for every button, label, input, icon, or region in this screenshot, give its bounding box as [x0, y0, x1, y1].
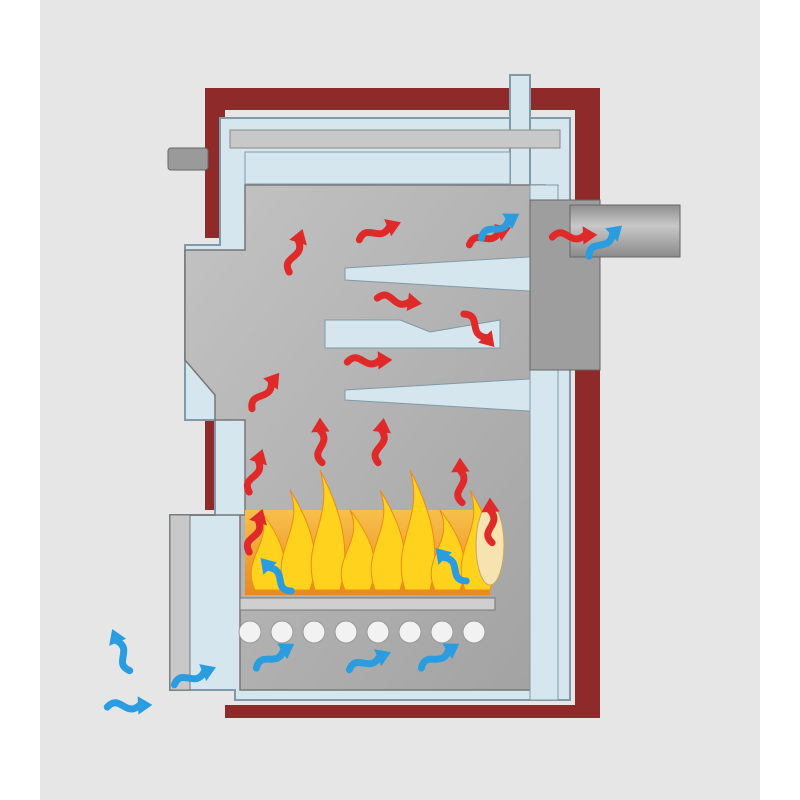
cold-air-arrow-icon: [585, 225, 623, 260]
grate-roller: [366, 620, 390, 644]
top-water-channel: [244, 151, 511, 185]
grate-roller: [398, 620, 422, 644]
cold-air-arrow-icon: [417, 643, 460, 672]
hot-gas-arrow-icon: [371, 417, 391, 467]
ash-door: [169, 514, 191, 691]
grate-roller: [430, 620, 454, 644]
grate-roller: [334, 620, 358, 644]
hot-gas-arrow-icon: [548, 226, 598, 245]
grate: [239, 597, 496, 611]
hot-gas-arrow-icon: [343, 351, 393, 370]
grate-roller: [270, 620, 294, 644]
cold-air-arrow-icon: [345, 649, 391, 674]
hot-gas-arrow-icon: [311, 417, 330, 467]
grate-rollers: [238, 620, 486, 644]
side-knob: [167, 147, 209, 171]
hot-gas-arrow-icon: [243, 508, 267, 556]
hot-gas-arrow-icon: [243, 448, 267, 496]
grate-roller: [302, 620, 326, 644]
cold-air-arrow-icon: [260, 557, 295, 595]
hot-gas-arrow-icon: [355, 219, 401, 244]
hot-gas-arrow-icon: [373, 291, 423, 311]
airflow-arrows: [103, 213, 623, 715]
cold-air-arrow-icon: [103, 696, 153, 715]
top-plate: [229, 129, 561, 149]
hot-gas-arrow-icon: [460, 310, 495, 348]
hot-gas-arrow-icon: [451, 457, 470, 507]
hot-gas-arrow-icon: [248, 372, 280, 413]
grate-roller: [462, 620, 486, 644]
cold-air-arrow-icon: [170, 664, 216, 689]
cold-air-arrow-icon: [477, 213, 520, 242]
hot-gas-arrow-icon: [481, 497, 500, 547]
cold-air-arrow-icon: [252, 643, 295, 672]
grate-roller: [238, 620, 262, 644]
cold-air-arrow-icon: [109, 629, 134, 675]
cold-air-arrow-icon: [435, 547, 470, 585]
baffle-middle: [324, 319, 501, 349]
hot-gas-arrow-icon: [283, 228, 307, 276]
